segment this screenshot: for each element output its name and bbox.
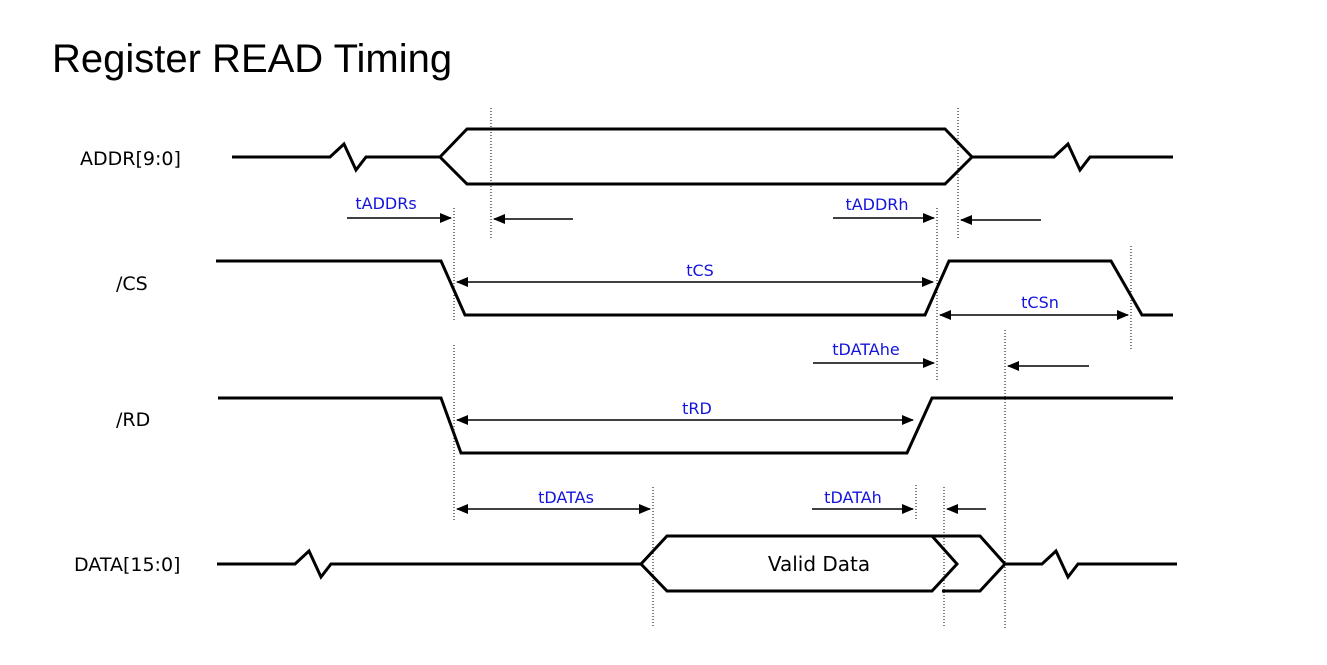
cs-waveform — [216, 259, 1173, 317]
data-line-right — [1005, 548, 1177, 580]
addr-line-right — [972, 141, 1173, 173]
rd-waveform — [218, 396, 1173, 455]
addr-line-left — [232, 141, 440, 173]
timing-label-taddrh: tADDRh — [845, 195, 908, 214]
addr-waveform — [232, 127, 1173, 186]
signal-label-addr: ADDR[9:0] — [80, 148, 181, 170]
timing-label-tcs: tCS — [686, 261, 714, 280]
timing-label-taddrs: tADDRs — [355, 194, 416, 213]
timing-label-tdatahe: tDATAhe — [832, 340, 899, 359]
data-hold-region — [932, 534, 1008, 593]
valid-data-label: Valid Data — [768, 552, 870, 576]
timing-label-trd: tRD — [682, 399, 712, 418]
signal-label-cs: /CS — [116, 273, 148, 295]
signal-label-rd: /RD — [116, 409, 150, 431]
data-line-left — [217, 548, 641, 580]
timing-label-tdatas: tDATAs — [538, 488, 594, 507]
timing-label-tcsn: tCSn — [1021, 293, 1059, 312]
data-waveform — [217, 534, 1177, 593]
timing-label-tdatah: tDATAh — [824, 488, 882, 507]
addr-valid-bus — [437, 127, 975, 186]
valid-data-bus — [638, 534, 960, 593]
signal-label-data: DATA[15:0] — [74, 554, 180, 576]
diagram-title: Register READ Timing — [52, 37, 452, 81]
timing-arrows — [347, 213, 1129, 514]
